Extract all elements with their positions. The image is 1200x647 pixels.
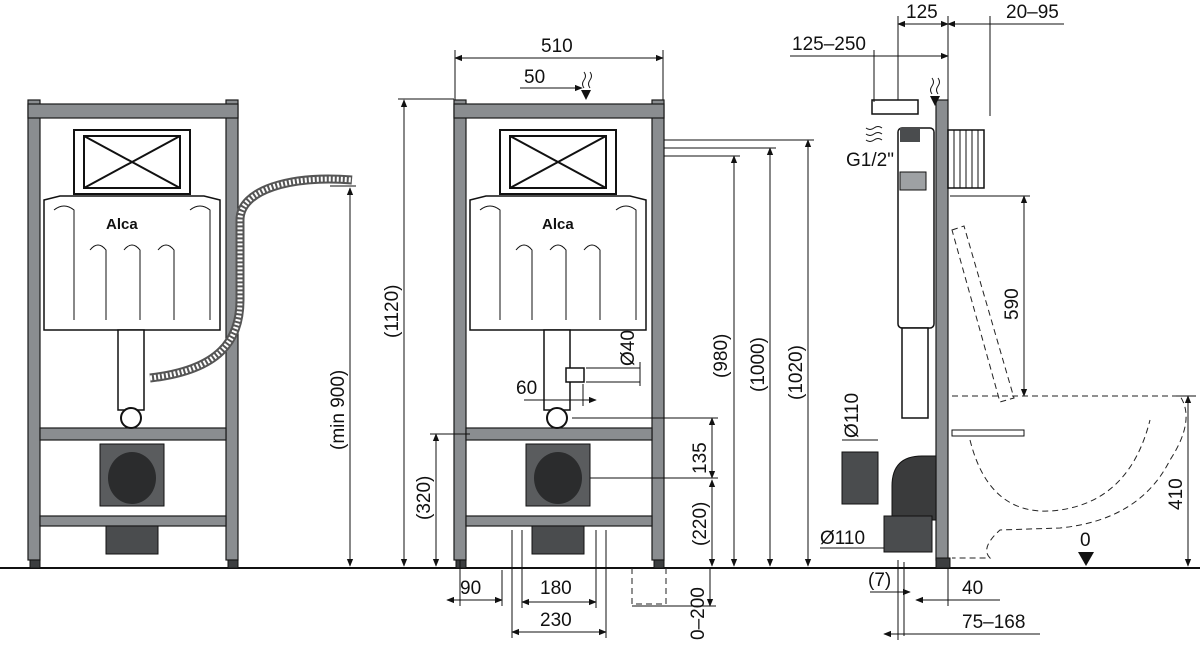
side-dim-40: 40	[962, 578, 983, 599]
side-frame-post	[935, 99, 949, 561]
front-frame-post-right	[651, 99, 665, 561]
front-dim-50: 50	[524, 67, 545, 88]
left-frame-bottom-rail	[39, 515, 227, 527]
left-drain-ring	[120, 407, 142, 429]
side-inlet-water-symbol	[865, 126, 883, 142]
side-flush-pipe	[951, 429, 1025, 437]
left-cistern	[43, 195, 221, 331]
front-foot-right	[653, 559, 665, 569]
left-frame-mid-rail	[39, 427, 227, 441]
side-pipe-110-lower	[883, 515, 933, 553]
side-dim-diameter-110-upper: Ø110	[842, 393, 863, 438]
side-inlet-label: G1/2"	[846, 150, 894, 171]
front-frame-post-left	[453, 99, 467, 561]
side-top-water-symbol	[930, 77, 940, 95]
side-flush-plate-ribs	[953, 130, 979, 188]
front-logo: Alca	[542, 216, 574, 233]
side-wc-pan-outline	[952, 395, 1187, 559]
front-water-inlet-symbol	[582, 71, 592, 89]
front-dim-510: 510	[541, 36, 573, 57]
side-outlet-bend	[891, 455, 937, 521]
front-frame-bottom-rail	[465, 515, 653, 527]
left-plate-cross-b	[83, 135, 181, 189]
front-foot-left	[455, 559, 467, 569]
left-logo: Alca	[106, 216, 138, 233]
side-foot	[935, 557, 951, 569]
side-mount-plate	[899, 171, 927, 191]
front-dim-1000: (1000)	[748, 337, 769, 392]
front-plate-cross-b	[509, 135, 607, 189]
side-inlet-fitting	[900, 128, 920, 142]
side-pipe-110-upper	[841, 451, 879, 505]
side-flush-valve	[901, 327, 929, 419]
front-dim-diameter-40: Ø40	[618, 330, 639, 366]
front-drain-ring	[546, 407, 568, 429]
front-dim-1020: (1020)	[786, 345, 807, 400]
side-dim-diameter-110-lower: Ø110	[820, 528, 865, 549]
left-drain-pipe	[117, 329, 145, 411]
left-outlet-spigot	[105, 525, 159, 555]
front-dim-180: 180	[540, 578, 572, 599]
left-foot-left	[29, 559, 41, 569]
side-wc-pan-inner	[969, 419, 1151, 512]
front-dim-0-200: 0–200	[688, 587, 709, 640]
front-dim-1120: (1120)	[382, 284, 403, 338]
side-dim-125-250: 125–250	[792, 34, 866, 55]
front-frame-mid-rail	[465, 427, 653, 441]
front-dim-60: 60	[516, 378, 537, 399]
left-flex-hose-inner	[149, 176, 353, 381]
left-foot-right	[227, 559, 239, 569]
side-dim-20-95: 20–95	[1006, 2, 1059, 23]
front-outlet-spigot	[531, 525, 585, 555]
side-view: G1/2" 125 20–95 125–250 590 410 0	[790, 2, 1196, 640]
side-dim-590: 590	[1002, 288, 1023, 320]
side-cistern	[897, 127, 935, 329]
side-top-marker	[930, 96, 940, 106]
left-flush-plate-inner	[83, 135, 181, 189]
front-dim-90: 90	[460, 578, 481, 599]
front-dim-320: (320)	[414, 476, 435, 520]
left-frame-post-left	[27, 99, 41, 561]
front-side-drain	[565, 367, 585, 383]
side-dim-7: (7)	[868, 570, 891, 591]
front-view: Alca 510 50 (1120) (320) (980) (1000) (	[382, 36, 814, 640]
front-dim-980: (980)	[711, 334, 732, 378]
side-floor-zero-marker	[1078, 552, 1094, 566]
side-inlet-valve	[871, 99, 919, 115]
left-cistern-ribs	[53, 205, 211, 320]
left-dim-900: (min 900)	[328, 370, 349, 450]
front-outlet-bend	[534, 452, 582, 504]
side-dim-125: 125	[906, 2, 938, 23]
side-dim-75-168: 75–168	[962, 612, 1025, 633]
front-dim-135: 135	[690, 442, 711, 474]
front-cistern	[469, 195, 647, 331]
front-cistern-ribs	[479, 205, 637, 320]
side-floor-zero: 0	[1080, 530, 1091, 551]
side-wc-seat-lid	[951, 225, 1015, 403]
left-view: Alca (min 900)	[27, 99, 356, 569]
front-dim-220: (220)	[690, 502, 711, 546]
front-frame-top-rail	[453, 103, 665, 119]
side-dim-410: 410	[1166, 478, 1187, 510]
front-floor-adjust-dash	[631, 568, 667, 605]
left-frame-top-rail	[27, 103, 239, 119]
front-flush-plate-inner	[509, 135, 607, 189]
front-inlet-marker	[581, 90, 591, 100]
front-dim-230: 230	[540, 610, 572, 631]
left-outlet-bend	[108, 452, 156, 504]
